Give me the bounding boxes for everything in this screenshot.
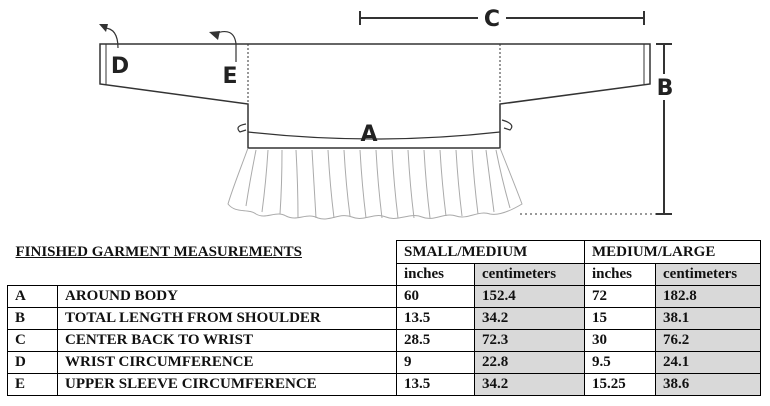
row-key: D	[7, 351, 58, 374]
garment-diagram: C B A D E	[99, 7, 674, 220]
size-group-small-medium: SMALL/MEDIUM	[396, 240, 585, 264]
label-b: B	[657, 76, 674, 101]
arrowhead-e	[209, 31, 220, 40]
value-cell: 34.2	[474, 373, 585, 396]
label-c: C	[484, 7, 500, 32]
value-cell: 72.3	[474, 329, 585, 352]
measurements-table: FINISHED GARMENT MEASUREMENTS SMALL/MEDI…	[7, 240, 761, 396]
table-row: E UPPER SLEEVE CIRCUMFERENCE 13.5 34.2 1…	[7, 373, 761, 396]
unit-header: centimeters	[474, 263, 585, 286]
value-cell: 15	[584, 307, 656, 330]
value-cell: 13.5	[396, 307, 475, 330]
row-key: E	[7, 373, 58, 396]
row-label: WRIST CIRCUMFERENCE	[57, 351, 397, 374]
hem-curve	[247, 131, 501, 140]
table-row: D WRIST CIRCUMFERENCE 9 22.8 9.5 24.1	[7, 351, 761, 374]
unit-header: inches	[584, 263, 656, 286]
value-cell: 182.8	[655, 285, 761, 308]
table-row: C CENTER BACK TO WRIST 28.5 72.3 30 76.2	[7, 329, 761, 352]
value-cell: 34.2	[474, 307, 585, 330]
row-label: UPPER SLEEVE CIRCUMFERENCE	[57, 373, 397, 396]
value-cell: 9	[396, 351, 475, 374]
value-cell: 152.4	[474, 285, 585, 308]
arrow-a-right	[501, 119, 513, 131]
value-cell: 9.5	[584, 351, 656, 374]
value-cell: 60	[396, 285, 475, 308]
row-key: B	[7, 307, 58, 330]
value-cell: 22.8	[474, 351, 585, 374]
row-key: C	[7, 329, 58, 352]
unit-header: centimeters	[655, 263, 761, 286]
table-title: FINISHED GARMENT MEASUREMENTS	[15, 243, 302, 260]
table-row: A AROUND BODY 60 152.4 72 182.8	[7, 285, 761, 308]
unit-header: inches	[396, 263, 475, 286]
value-cell: 13.5	[396, 373, 475, 396]
dimension-c-line	[359, 11, 645, 25]
value-cell: 28.5	[396, 329, 475, 352]
value-cell: 15.25	[584, 373, 656, 396]
value-cell: 72	[584, 285, 656, 308]
label-a: A	[360, 122, 377, 147]
ruffle-skirt	[227, 147, 523, 220]
table-row: B TOTAL LENGTH FROM SHOULDER 13.5 34.2 1…	[7, 307, 761, 330]
value-cell: 30	[584, 329, 656, 352]
value-cell: 24.1	[655, 351, 761, 374]
size-group-medium-large: MEDIUM/LARGE	[584, 240, 761, 264]
row-key: A	[7, 285, 58, 308]
row-label: AROUND BODY	[57, 285, 397, 308]
value-cell: 38.1	[655, 307, 761, 330]
row-label: TOTAL LENGTH FROM SHOULDER	[57, 307, 397, 330]
arrow-a-left	[237, 123, 247, 133]
dimension-b-line	[656, 43, 672, 215]
units-spacer	[8, 264, 397, 286]
arrowhead-d	[99, 24, 108, 32]
label-e: E	[222, 64, 237, 89]
value-cell: 76.2	[655, 329, 761, 352]
label-d: D	[111, 54, 129, 79]
value-cell: 38.6	[655, 373, 761, 396]
row-label: CENTER BACK TO WRIST	[57, 329, 397, 352]
